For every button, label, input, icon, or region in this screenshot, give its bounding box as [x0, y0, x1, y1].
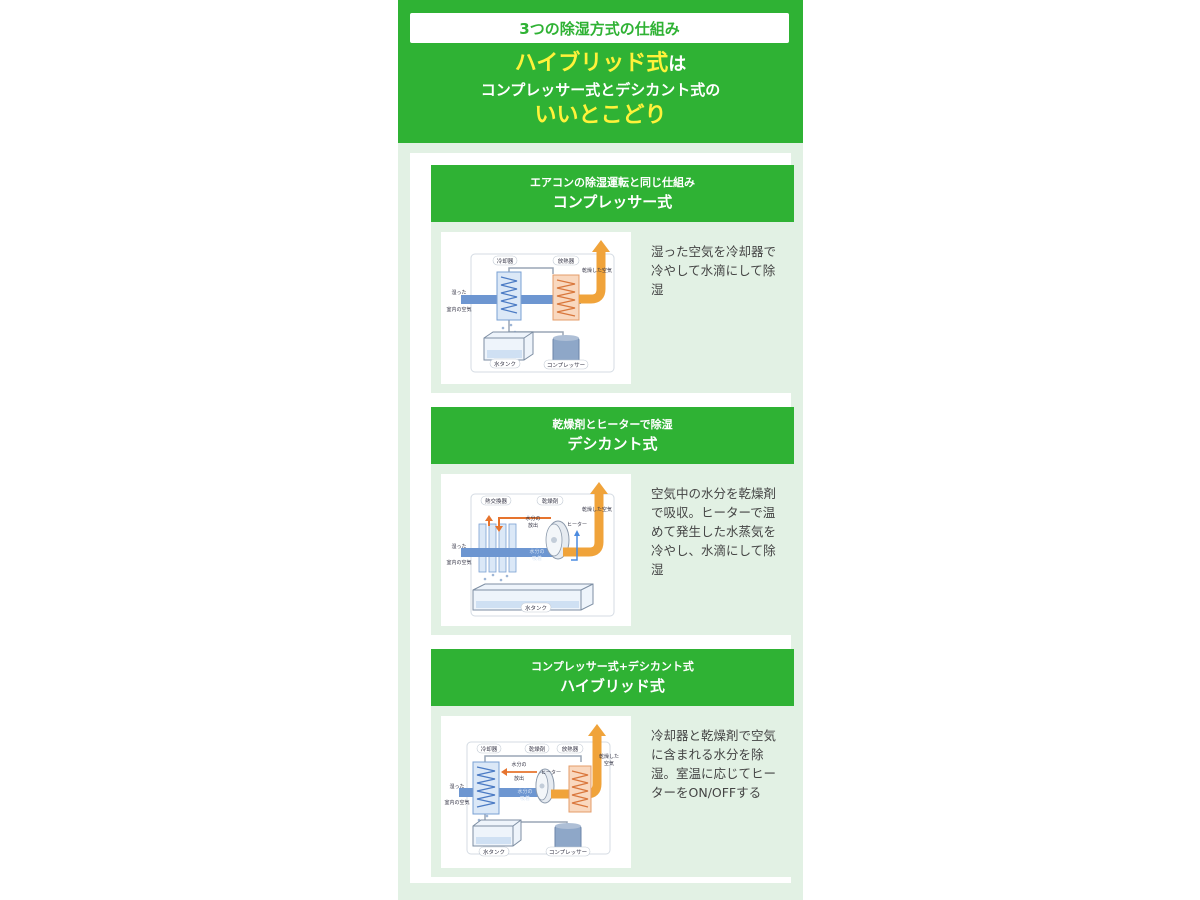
- section-description: 空気中の水分を乾燥剤で吸収。ヒーターで温めて発生した水蒸気を冷やし、水滴にして除…: [651, 486, 777, 577]
- label-heat-exchanger: 熱交換器: [485, 497, 508, 505]
- section-title: デシカント式: [567, 435, 658, 453]
- desiccant-diagram-svg: 熱交換器 乾燥剤 乾燥した空気 水分の 放出 ヒーター 水分の 吸着 湿った 室…: [446, 482, 615, 617]
- desiccant-diagram: 熱交換器 乾燥剤 乾燥した空気 水分の 放出 ヒーター 水分の 吸着 湿った 室…: [441, 474, 631, 626]
- hero-title: 3つの除湿方式の仕組み: [410, 13, 789, 43]
- label-release: 水分の: [511, 761, 526, 768]
- label-dry-air: 乾燥した空気: [582, 506, 612, 513]
- label-radiator: 放熱器: [562, 745, 579, 753]
- section-header: コンプレッサー式+デシカント式 ハイブリッド式: [431, 649, 794, 706]
- label-cooler: 冷却器: [481, 745, 498, 753]
- label-water-tank: 水タンク: [525, 604, 547, 612]
- label-humid-air: 湿った: [451, 289, 466, 296]
- hero-tagline: いいとこどり: [534, 103, 667, 128]
- label-water-tank: 水タンク: [494, 360, 516, 368]
- label-absorb-2: 吸着: [532, 555, 542, 562]
- label-release-2: 放出: [514, 775, 524, 782]
- section-header: 乾燥剤とヒーターで除湿 デシカント式: [431, 407, 794, 464]
- label-humid-air: 湿った: [451, 543, 466, 550]
- label-heater: ヒーター: [567, 521, 587, 528]
- label-water-tank: 水タンク: [483, 848, 505, 856]
- section-subtitle: コンプレッサー式+デシカント式: [531, 660, 694, 673]
- hero-particle: は: [668, 54, 687, 75]
- label-dry-air: 乾燥した空気: [582, 267, 612, 274]
- label-desiccant: 乾燥剤: [529, 745, 546, 753]
- hero-subline: コンプレッサー式とデシカント式の: [480, 81, 721, 99]
- label-room-air: 室内の空気: [446, 306, 471, 313]
- section-subtitle: 乾燥剤とヒーターで除湿: [552, 418, 673, 431]
- label-room-air: 室内の空気: [444, 799, 469, 806]
- section-description: 湿った空気を冷却器で冷やして水滴にして除湿: [651, 244, 777, 297]
- label-dry-air-2: 空気: [604, 760, 614, 767]
- label-dry-air: 乾燥した: [599, 753, 619, 760]
- hybrid-diagram-svg: 冷却器 乾燥剤 放熱器 乾燥した 空気 水分の 放出 ヒーター 水分の 吸着 湿…: [444, 724, 619, 857]
- compressor-diagram: 冷却器 放熱器 乾燥した空気 湿った 室内の空気 水タンク コンプレッサー: [441, 232, 631, 384]
- section-title: ハイブリッド式: [560, 677, 665, 695]
- label-heater: ヒーター: [541, 769, 561, 776]
- section-compressor: エアコンの除湿運転と同じ仕組み コンプレッサー式: [431, 165, 794, 393]
- label-release-2: 放出: [528, 522, 538, 529]
- section-hybrid: コンプレッサー式+デシカント式 ハイブリッド式: [431, 649, 794, 877]
- hero-banner: 3つの除湿方式の仕組み ハイブリッド式は コンプレッサー式とデシカント式の いい…: [398, 0, 803, 143]
- section-description: 冷却器と乾燥剤で空気に含まれる水分を除湿。室温に応じてヒーターをON/OFFする: [651, 728, 777, 800]
- label-radiator: 放熱器: [558, 257, 575, 265]
- label-compressor: コンプレッサー: [549, 849, 587, 856]
- content-frame: エアコンの除湿運転と同じ仕組み コンプレッサー式: [410, 153, 794, 883]
- section-subtitle: エアコンの除湿運転と同じ仕組み: [530, 176, 695, 189]
- label-absorb: 水分の: [529, 548, 544, 555]
- section-desiccant: 乾燥剤とヒーターで除湿 デシカント式: [431, 407, 794, 635]
- label-absorb-2: 吸着: [520, 795, 530, 802]
- label-absorb: 水分の: [517, 788, 532, 795]
- label-release: 水分の: [525, 515, 540, 522]
- label-cooler: 冷却器: [497, 257, 514, 265]
- label-compressor: コンプレッサー: [547, 362, 585, 369]
- label-desiccant: 乾燥剤: [542, 497, 559, 505]
- section-header: エアコンの除湿運転と同じ仕組み コンプレッサー式: [431, 165, 794, 222]
- compressor-diagram-svg: 冷却器 放熱器 乾燥した空気 湿った 室内の空気 水タンク コンプレッサー: [446, 240, 615, 373]
- hybrid-diagram: 冷却器 乾燥剤 放熱器 乾燥した 空気 水分の 放出 ヒーター 水分の 吸着 湿…: [441, 716, 631, 868]
- label-room-air: 室内の空気: [446, 559, 471, 566]
- section-title: コンプレッサー式: [552, 193, 673, 211]
- hero-headline: ハイブリッド式は: [398, 52, 803, 77]
- hero-highlight: ハイブリッド式: [514, 51, 669, 76]
- label-humid-air: 湿った: [449, 783, 464, 790]
- infographic-panel: 3つの除湿方式の仕組み ハイブリッド式は コンプレッサー式とデシカント式の いい…: [398, 0, 803, 900]
